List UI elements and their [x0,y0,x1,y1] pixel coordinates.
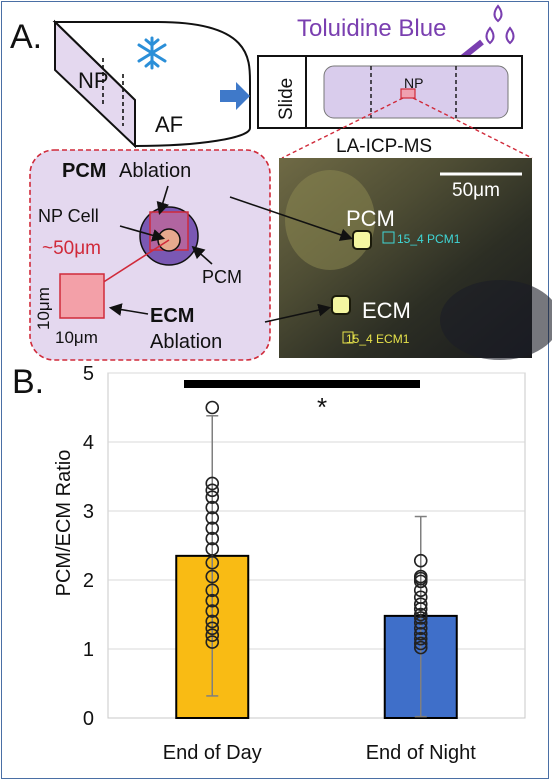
data-point [413,636,428,651]
slide-np-label: NP [404,75,423,91]
scale-bar-label: 50μm [452,180,500,201]
data-point [205,521,220,536]
y-tick-label: 5 [83,363,94,385]
data-point [413,583,428,598]
tissue-af-label: AF [155,112,183,137]
pcm-link-arrow [229,196,354,241]
process-arrow [220,82,250,110]
x-tick-label: End of Day [163,742,262,764]
panel-b-label: B. [12,363,44,401]
pcm-ablation-rest: Ablation [119,160,191,182]
data-point [205,621,220,636]
data-point [205,583,220,598]
data-point [413,615,428,630]
method-label: LA-ICP-MS [336,136,432,157]
data-point [205,511,220,525]
ecm-spot [331,295,351,315]
data-point [413,631,428,646]
data-point [205,542,220,556]
data-point [205,628,220,643]
ecm-link-arrow [264,303,332,323]
significance-asterisk: * [317,392,327,422]
data-point [205,483,220,498]
pcm-ablation-bold: PCM [62,160,106,182]
data-point [205,476,220,491]
data-point [205,555,220,570]
micrograph: 50μm PCM 15_4 PCM1 ECM 15_4 ECM1 [279,158,552,360]
data-point [205,531,220,546]
slide-label: Slide [276,78,297,120]
data-point [205,400,220,415]
y-tick-label: 0 [83,708,94,730]
plot-frame [107,372,526,719]
micro-pcm-label: PCM [346,206,395,231]
np-cell-label: NP Cell [38,206,99,226]
data-point [205,614,220,629]
droplets-icon [485,4,515,45]
pcm-spot [352,230,372,250]
size-vertical: 10μm [34,287,53,330]
stain-title: Toluidine Blue [297,15,446,42]
ablation-schematic: PCM Ablation NP Cell ~50μm PCM 10μm 10μm… [29,149,271,361]
data-point [205,593,220,608]
micro-ecm-label: ECM [362,298,411,323]
data-point [205,490,220,505]
data-point [413,627,428,641]
schematic-pcm-label: PCM [202,267,242,287]
zoom-line-left [281,97,404,159]
spacing-label: ~50μm [42,238,101,259]
data-point [413,574,428,589]
y-tick-label: 4 [83,432,94,454]
pcm-spot-tag: 15_4 PCM1 [397,232,461,246]
y-tick-label: 1 [83,639,94,661]
data-point [205,604,220,618]
ecm-ablation-square [59,273,105,319]
tissue-wedge: NP AF [52,19,251,149]
data-point [413,553,428,568]
data-point [413,602,428,616]
ecm-spot-tag: 15_4 ECM1 [346,332,410,346]
data-point [205,569,220,584]
data-point [205,635,220,649]
size-horizontal: 10μm [55,328,98,347]
y-axis-label: PCM/ECM Ratio [53,450,75,597]
zoom-line-right [412,97,533,159]
ecm-ablation-rest: Ablation [150,331,222,353]
data-point [413,621,428,636]
panel-a-label: A. [10,18,42,56]
data-point [413,597,428,611]
ecm-ablation-bold: ECM [150,305,194,327]
data-point [205,500,220,515]
data-point [413,640,428,655]
y-tick-label: 3 [83,501,94,523]
x-tick-label: End of Night [366,742,477,764]
y-tick-label: 2 [83,570,94,592]
tissue-np-label: NP [78,68,109,93]
data-point [413,607,428,622]
slide: Slide NP [257,55,523,129]
data-point [413,611,428,625]
snowflake-icon [137,36,167,70]
